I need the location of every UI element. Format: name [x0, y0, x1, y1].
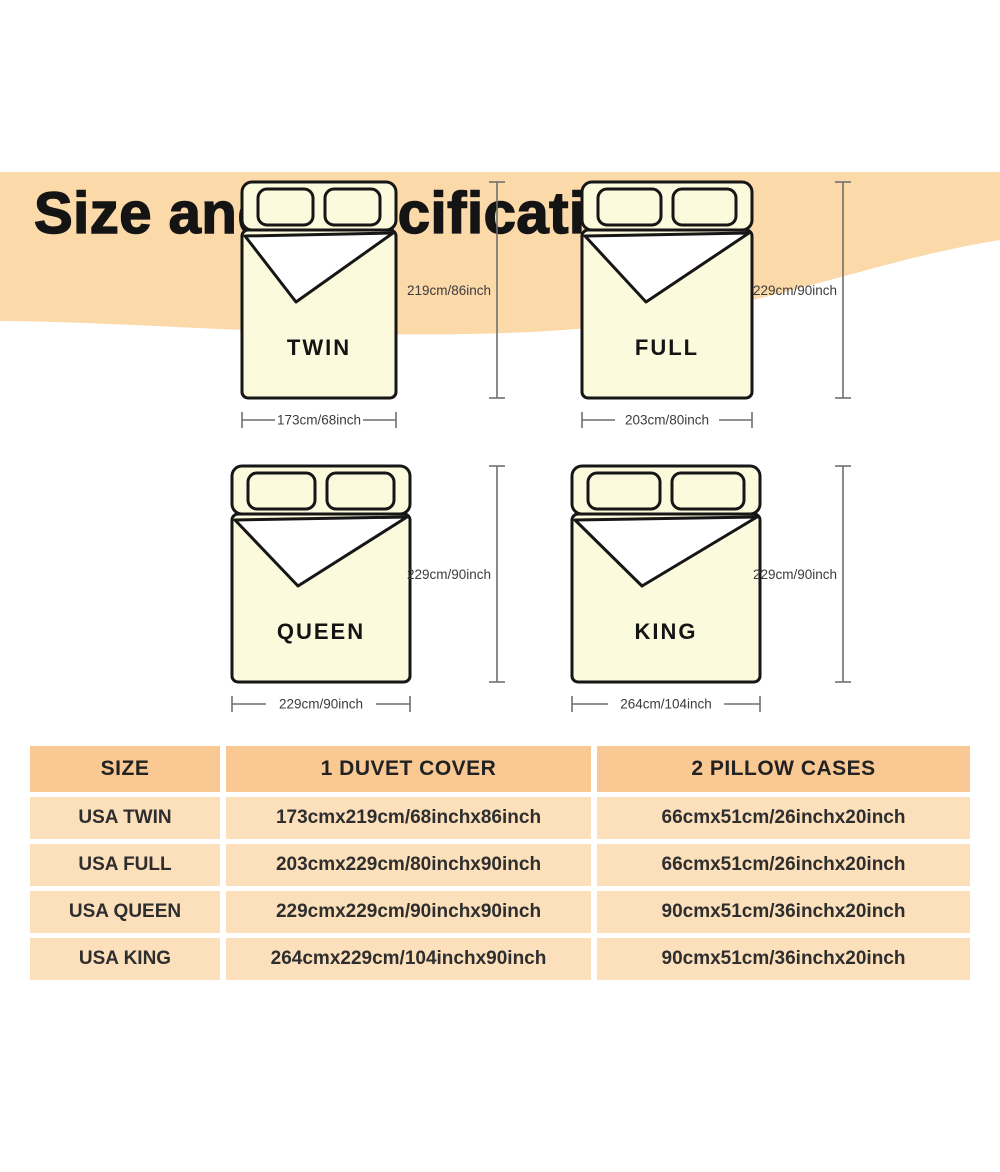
pillow-left — [256, 187, 315, 227]
table-cell: USA FULL — [30, 844, 220, 886]
pillow-left — [246, 471, 317, 511]
pillow-right — [671, 187, 738, 227]
duvet-fold — [573, 515, 759, 588]
bed-size-label: KING — [635, 619, 698, 644]
width-dimension-label: 173cm/68inch — [277, 413, 361, 428]
duvet-fold — [233, 515, 409, 588]
bed-size-label: TWIN — [287, 335, 351, 360]
height-dimension: 229cm/90inch — [407, 465, 505, 683]
bed-diagram-king: KING 229cm/90inch 264cm/104inch — [570, 464, 851, 712]
pillow-right — [670, 471, 746, 511]
table-cell: 66cmx51cm/26inchx20inch — [597, 797, 970, 839]
bed-size-label: FULL — [635, 335, 699, 360]
table-cell: 173cmx219cm/68inchx86inch — [226, 797, 591, 839]
table-cell: 90cmx51cm/36inchx20inch — [597, 891, 970, 933]
table-cell: 264cmx229cm/104inchx90inch — [226, 938, 591, 980]
table-cell: 203cmx229cm/80inchx90inch — [226, 844, 591, 886]
height-dimension: 229cm/90inch — [753, 181, 851, 399]
width-dimension: 173cm/68inch — [241, 412, 397, 428]
width-dimension-label: 203cm/80inch — [625, 413, 709, 428]
height-dimension-label: 229cm/90inch — [753, 283, 837, 298]
width-dimension-label: 264cm/104inch — [620, 697, 712, 712]
bed-diagrams-grid: TWIN 219cm/86inch 173cm/68inch FULL 229c… — [212, 172, 858, 728]
table-cell: 66cmx51cm/26inchx20inch — [597, 844, 970, 886]
col-header-size: SIZE — [30, 746, 220, 792]
width-dimension: 229cm/90inch — [231, 696, 411, 712]
table-cell: 90cmx51cm/36inchx20inch — [597, 938, 970, 980]
pillow-left — [586, 471, 662, 511]
pillow-left — [596, 187, 663, 227]
spec-table: SIZE 1 DUVET COVER 2 PILLOW CASES USA TW… — [30, 746, 970, 980]
table-cell: USA KING — [30, 938, 220, 980]
bed-size-label: QUEEN — [277, 619, 365, 644]
height-dimension-label: 229cm/90inch — [753, 567, 837, 582]
table-cell: USA QUEEN — [30, 891, 220, 933]
pillow-right — [323, 187, 382, 227]
width-dimension-label: 229cm/90inch — [279, 697, 363, 712]
height-dimension-label: 219cm/86inch — [407, 283, 491, 298]
height-dimension-label: 229cm/90inch — [407, 567, 491, 582]
duvet-fold — [583, 231, 751, 304]
bed-diagram-queen: QUEEN 229cm/90inch 229cm/90inch — [230, 464, 505, 712]
height-dimension: 219cm/86inch — [407, 181, 505, 399]
table-cell: USA TWIN — [30, 797, 220, 839]
width-dimension: 203cm/80inch — [581, 412, 753, 428]
width-dimension: 264cm/104inch — [571, 696, 761, 712]
bed-diagram-twin: TWIN 219cm/86inch 173cm/68inch — [240, 180, 505, 428]
duvet-fold — [243, 231, 395, 304]
pillow-right — [325, 471, 396, 511]
col-header-duvet-cover: 1 DUVET COVER — [226, 746, 591, 792]
table-cell: 229cmx229cm/90inchx90inch — [226, 891, 591, 933]
height-dimension: 229cm/90inch — [753, 465, 851, 683]
col-header-pillow-cases: 2 PILLOW CASES — [597, 746, 970, 792]
bed-diagram-full: FULL 229cm/90inch 203cm/80inch — [580, 180, 851, 428]
